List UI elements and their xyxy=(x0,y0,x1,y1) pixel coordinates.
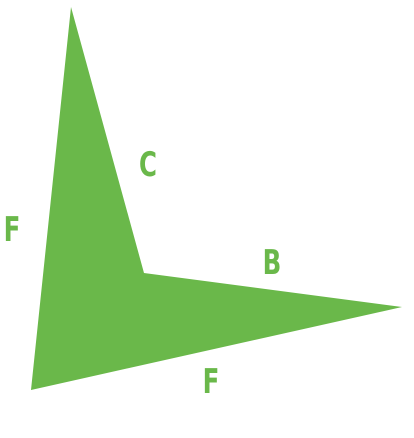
edge-label-right-inner: B xyxy=(263,243,282,282)
edge-label-left: F xyxy=(4,210,21,249)
edge-label-bottom: F xyxy=(203,362,220,401)
green-arrowhead-shape xyxy=(31,7,402,390)
edge-label-upper-inner: C xyxy=(139,145,157,184)
